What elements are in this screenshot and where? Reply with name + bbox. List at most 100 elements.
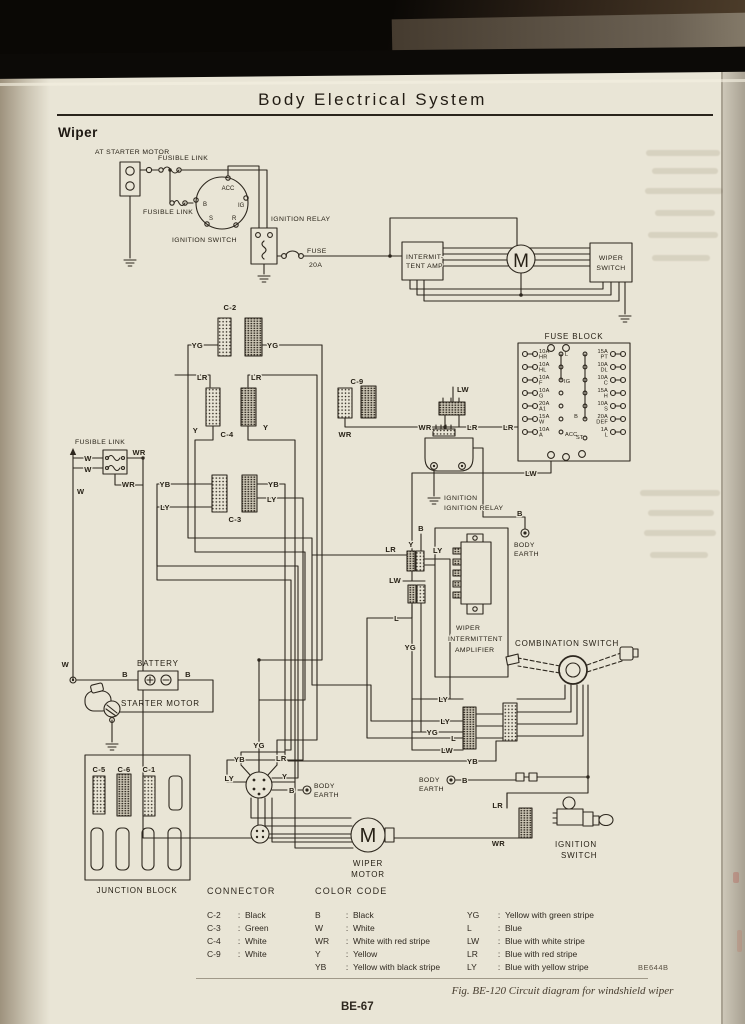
wire-label-yg: YG [405, 643, 416, 652]
wire-label-b: B [185, 670, 191, 679]
legend-color-code-heading: COLOR CODE [315, 886, 388, 896]
wire-label-wr: WR [492, 839, 505, 848]
connector-c2-blocks [217, 317, 263, 357]
wire-label-wr: WR [338, 430, 351, 439]
body-earth-symbol-2 [446, 775, 456, 785]
body-earth-3-line2: EARTH [314, 792, 339, 799]
page-right-edge [723, 0, 745, 1024]
legend-color-row: YG:Yellow with green stripe [467, 910, 594, 920]
fuse-block-title: FUSE BLOCK [545, 332, 604, 341]
legend-color-row: B:Black [315, 910, 374, 920]
wire-label-ly: LY [160, 503, 170, 512]
wiper-motor-symbol [350, 817, 395, 853]
amplifier-label-line3: AMPLIFIER [455, 647, 494, 654]
junction-block-label: JUNCTION BLOCK [97, 886, 178, 895]
body-earth-3-line1: BODY [314, 783, 335, 790]
wiring-lines [72, 165, 626, 849]
fuse-rating-label: 20A [309, 262, 322, 269]
intermittent-amp-line1: INTERMIT- [406, 254, 444, 261]
fusible-link-label-2: FUSIBLE LINK [143, 209, 193, 216]
wire-label-ly: LY [441, 717, 451, 726]
battery-label: BATTERY [137, 659, 179, 668]
figure-caption: Fig. BE-120 Circuit diagram for windshie… [451, 985, 674, 997]
wire-label-w: W [77, 487, 85, 496]
at-starter-motor-label: AT STARTER MOTOR [95, 149, 170, 156]
starter-motor-label: STARTER MOTOR [121, 699, 200, 708]
wire-label-wr: WR [132, 448, 145, 457]
connector-c4-blocks [205, 387, 257, 427]
wire-label-lr: LR [385, 545, 396, 554]
wiper-motor-line1: WIPER [353, 859, 383, 868]
connector-c2-label: C-2 [224, 303, 237, 312]
wire-label-yb: YB [467, 757, 478, 766]
fuse-symbol [281, 250, 304, 259]
fusible-link-symbol [145, 166, 188, 207]
bleed-through-artifact [640, 490, 720, 496]
terminal-b: B [203, 202, 207, 208]
wiper-switch-box [589, 242, 633, 323]
wire-label-yb: YB [234, 755, 245, 764]
connector-c4-label: C-4 [221, 430, 235, 439]
motor-m-top: M [513, 251, 529, 272]
wiper-motor-symbol-top [506, 244, 536, 274]
bleed-through-artifact [648, 232, 718, 238]
bleed-through-artifact [652, 255, 710, 261]
wire-label-lr: LR [197, 373, 208, 382]
wire-label-yb: YB [268, 480, 279, 489]
ignition-switch-bottom-line1: IGNITION [555, 840, 597, 849]
wire-label-b: B [517, 509, 523, 518]
fuse-terminal-st: ST [576, 435, 584, 441]
junction-block [84, 754, 191, 881]
inline-connector-wr-lr [438, 397, 466, 416]
bleed-through-artifact [645, 188, 723, 194]
body-earth-2-line1: BODY [419, 777, 440, 784]
wire-label-wr: WR [418, 423, 431, 432]
wire-label-y: Y [263, 423, 268, 432]
legend-connector-row: C-4:White [207, 936, 267, 946]
page-right-edge-line [721, 0, 723, 1024]
section-title: Wiper [58, 125, 98, 140]
bleed-through-artifact [650, 552, 708, 558]
scan-highlight-edge [0, 79, 745, 86]
ignition-switch-connector-bottom [518, 807, 533, 839]
ignition-switch-bottom-line2: SWITCH [561, 851, 597, 860]
legend-color-row: WR:White with red stripe [315, 936, 430, 946]
wire-label-lr: LR [276, 754, 287, 763]
fuse-block-box [517, 342, 631, 462]
body-earth-1-line1: BODY [514, 542, 535, 549]
terminal-s: S [209, 216, 213, 222]
round-connector-motor [250, 824, 270, 844]
body-earth-symbol-1 [520, 528, 530, 538]
ignition-relay-label-top: IGNITION RELAY [271, 216, 331, 223]
legend-connector-heading: CONNECTOR [207, 886, 276, 896]
fuse-rows-left [521, 350, 564, 436]
wire-label-lr: LR [251, 373, 262, 382]
bleed-through-artifact [644, 530, 716, 536]
wire-label-l: L [394, 614, 399, 623]
wire-label-ly: LY [225, 774, 235, 783]
wiper-switch-line2: SWITCH [596, 265, 625, 272]
wire-label-lr: LR [467, 423, 478, 432]
wire-label-lr: LR [503, 423, 514, 432]
ignition-relay-symbol [250, 227, 278, 283]
fuse-terminal-b: B [574, 414, 578, 420]
fuse-rows-right [582, 350, 627, 441]
battery-symbol [69, 670, 179, 691]
connector-c3-label: C-3 [229, 515, 242, 524]
round-connector-labeled [245, 771, 273, 799]
intermittent-amp-box [401, 241, 444, 281]
wire-label-yg: YG [427, 728, 438, 737]
bleed-through-artifact [646, 150, 720, 156]
legend-color-row: YB:Yellow with black stripe [315, 962, 441, 972]
scan-artifact-mark [737, 930, 742, 952]
wire-label-w: W [62, 660, 70, 669]
bleed-through-artifact [652, 168, 718, 174]
